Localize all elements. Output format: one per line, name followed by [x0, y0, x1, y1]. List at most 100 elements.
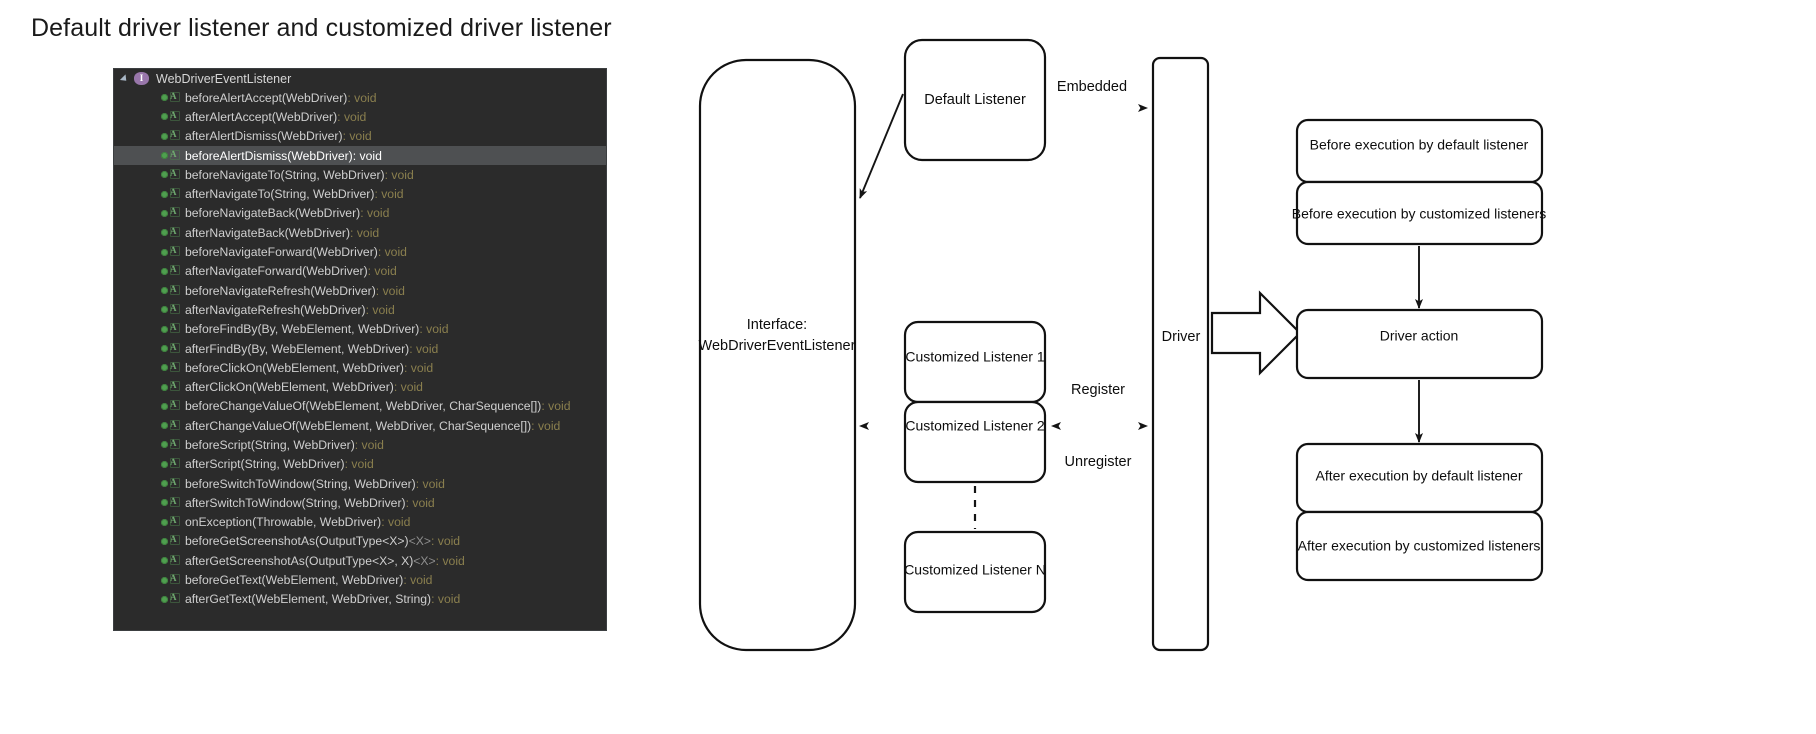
method-row[interactable]: afterClickOn(WebElement, WebDriver) : vo…: [114, 377, 606, 396]
abstract-method-icon: [170, 438, 181, 451]
method-row[interactable]: beforeNavigateTo(String, WebDriver) : vo…: [114, 165, 606, 184]
customized-listener-n-box: Customized Listener N: [903, 530, 1047, 614]
method-signature: beforeFindBy(By, WebElement, WebDriver): [185, 322, 420, 337]
method-row[interactable]: beforeNavigateForward(WebDriver) : void: [114, 242, 606, 261]
method-signature: beforeChangeValueOf(WebElement, WebDrive…: [185, 399, 542, 414]
method-return-type: : void: [405, 495, 435, 510]
method-signature: afterAlertAccept(WebDriver): [185, 109, 338, 124]
visibility-public-icon: [161, 499, 168, 507]
method-row[interactable]: afterAlertAccept(WebDriver) : void: [114, 107, 606, 126]
method-return-type: : void: [415, 476, 445, 491]
method-row[interactable]: beforeGetText(WebElement, WebDriver) : v…: [114, 570, 606, 589]
customized-listener-2-box: Customized Listener 2: [903, 400, 1047, 484]
method-row[interactable]: afterNavigateForward(WebDriver) : void: [114, 262, 606, 281]
expand-triangle-icon[interactable]: [120, 73, 131, 84]
method-signature: beforeAlertAccept(WebDriver): [185, 90, 348, 105]
abstract-method-icon: [170, 187, 181, 200]
method-return-type: : void: [337, 109, 367, 124]
method-row[interactable]: beforeChangeValueOf(WebElement, WebDrive…: [114, 397, 606, 416]
visibility-public-icon: [161, 248, 168, 256]
method-signature: beforeNavigateTo(String, WebDriver): [185, 167, 385, 182]
abstract-method-icon: [170, 149, 181, 162]
method-signature: afterNavigateForward(WebDriver): [185, 264, 368, 279]
abstract-method-icon: [170, 226, 181, 239]
method-row[interactable]: beforeAlertDismiss(WebDriver) : void: [114, 145, 606, 166]
method-signature: beforeAlertDismiss(WebDriver): [185, 148, 353, 163]
outline-panel[interactable]: I WebDriverEventListener beforeAlertAcce…: [113, 68, 607, 631]
method-return-type: : void: [350, 225, 380, 240]
embedded-label: Embedded: [1057, 79, 1127, 95]
visibility-public-icon: [161, 460, 168, 468]
visibility-public-icon: [161, 132, 168, 140]
method-signature: afterChangeValueOf(WebElement, WebDriver…: [185, 418, 532, 433]
visibility-public-icon: [161, 557, 168, 565]
abstract-method-icon: [170, 592, 181, 605]
page-title: Default driver listener and customized d…: [31, 14, 612, 42]
execution-step-1-box: Before execution by default listener: [1295, 118, 1544, 184]
method-return-type: : void: [344, 457, 374, 472]
method-row[interactable]: beforeNavigateBack(WebDriver) : void: [114, 204, 606, 223]
tree-root-label: WebDriverEventListener: [156, 71, 292, 86]
method-row[interactable]: afterGetText(WebElement, WebDriver, Stri…: [114, 590, 606, 609]
method-signature: afterSwitchToWindow(String, WebDriver): [185, 495, 406, 510]
customized-listener-2-label: Customized Listener 2: [905, 418, 1045, 434]
method-return-type: : void: [375, 283, 405, 298]
method-row[interactable]: afterNavigateTo(String, WebDriver) : voi…: [114, 184, 606, 203]
unregister-label: Unregister: [1065, 454, 1132, 470]
architecture-diagram: Interface: WebDriverEventListener Defaul…: [660, 20, 1800, 720]
method-row[interactable]: afterFindBy(By, WebElement, WebDriver) :…: [114, 339, 606, 358]
method-row[interactable]: afterNavigateBack(WebDriver) : void: [114, 223, 606, 242]
abstract-method-icon: [170, 399, 181, 412]
method-signature: afterClickOn(WebElement, WebDriver): [185, 380, 394, 395]
execution-step-3-label: Driver action: [1380, 328, 1459, 344]
execution-step-5-label: After execution by customized listeners: [1298, 538, 1541, 554]
abstract-method-icon: [170, 457, 181, 470]
method-row[interactable]: afterAlertDismiss(WebDriver) : void: [114, 127, 606, 146]
abstract-method-icon: [170, 303, 181, 316]
method-row[interactable]: beforeAlertAccept(WebDriver) : void: [114, 88, 606, 107]
method-return-type: : void: [377, 245, 407, 260]
visibility-public-icon: [161, 383, 168, 391]
method-row[interactable]: afterGetScreenshotAs(OutputType<X>, X) <…: [114, 551, 606, 570]
method-row[interactable]: onException(Throwable, WebDriver) : void: [114, 513, 606, 532]
abstract-method-icon: [170, 206, 181, 219]
method-return-type: : void: [354, 437, 384, 452]
method-row[interactable]: afterSwitchToWindow(String, WebDriver) :…: [114, 493, 606, 512]
method-signature: afterScript(String, WebDriver): [185, 457, 345, 472]
method-row[interactable]: beforeScript(String, WebDriver) : void: [114, 435, 606, 454]
method-return-type: : void: [431, 592, 461, 607]
method-signature: beforeGetText(WebElement, WebDriver): [185, 573, 404, 588]
customized-listener-n-label: Customized Listener N: [904, 562, 1046, 578]
abstract-method-icon: [170, 380, 181, 393]
method-return-type: : void: [342, 129, 372, 144]
method-signature: afterNavigateRefresh(WebDriver): [185, 302, 366, 317]
visibility-public-icon: [161, 576, 168, 584]
execution-step-2-box: Before execution by customized listeners: [1292, 180, 1546, 246]
abstract-method-icon: [170, 554, 181, 567]
method-row[interactable]: afterNavigateRefresh(WebDriver) : void: [114, 300, 606, 319]
tree-root-node[interactable]: I WebDriverEventListener: [114, 69, 606, 88]
method-signature: afterGetText(WebElement, WebDriver, Stri…: [185, 592, 432, 607]
execution-step-2-label: Before execution by customized listeners: [1292, 206, 1546, 222]
visibility-public-icon: [161, 287, 168, 295]
abstract-method-icon: [170, 477, 181, 490]
visibility-public-icon: [161, 113, 168, 121]
method-row[interactable]: beforeGetScreenshotAs(OutputType<X>) <X>…: [114, 532, 606, 551]
method-row[interactable]: beforeFindBy(By, WebElement, WebDriver) …: [114, 320, 606, 339]
abstract-method-icon: [170, 245, 181, 258]
method-signature: afterFindBy(By, WebElement, WebDriver): [185, 341, 410, 356]
embedded-edge: Embedded: [1048, 79, 1148, 112]
visibility-public-icon: [161, 190, 168, 198]
method-row[interactable]: beforeClickOn(WebElement, WebDriver) : v…: [114, 358, 606, 377]
method-row[interactable]: afterChangeValueOf(WebElement, WebDriver…: [114, 416, 606, 435]
method-row[interactable]: beforeNavigateRefresh(WebDriver) : void: [114, 281, 606, 300]
abstract-method-icon: [170, 322, 181, 335]
abstract-method-icon: [170, 110, 181, 123]
method-return-type: : void: [435, 553, 465, 568]
method-row[interactable]: afterScript(String, WebDriver) : void: [114, 455, 606, 474]
driver-box: Driver: [1151, 56, 1210, 652]
abstract-method-icon: [170, 129, 181, 142]
interface-box-line1: Interface:: [747, 317, 807, 333]
method-row[interactable]: beforeSwitchToWindow(String, WebDriver) …: [114, 474, 606, 493]
method-signature: beforeScript(String, WebDriver): [185, 437, 355, 452]
